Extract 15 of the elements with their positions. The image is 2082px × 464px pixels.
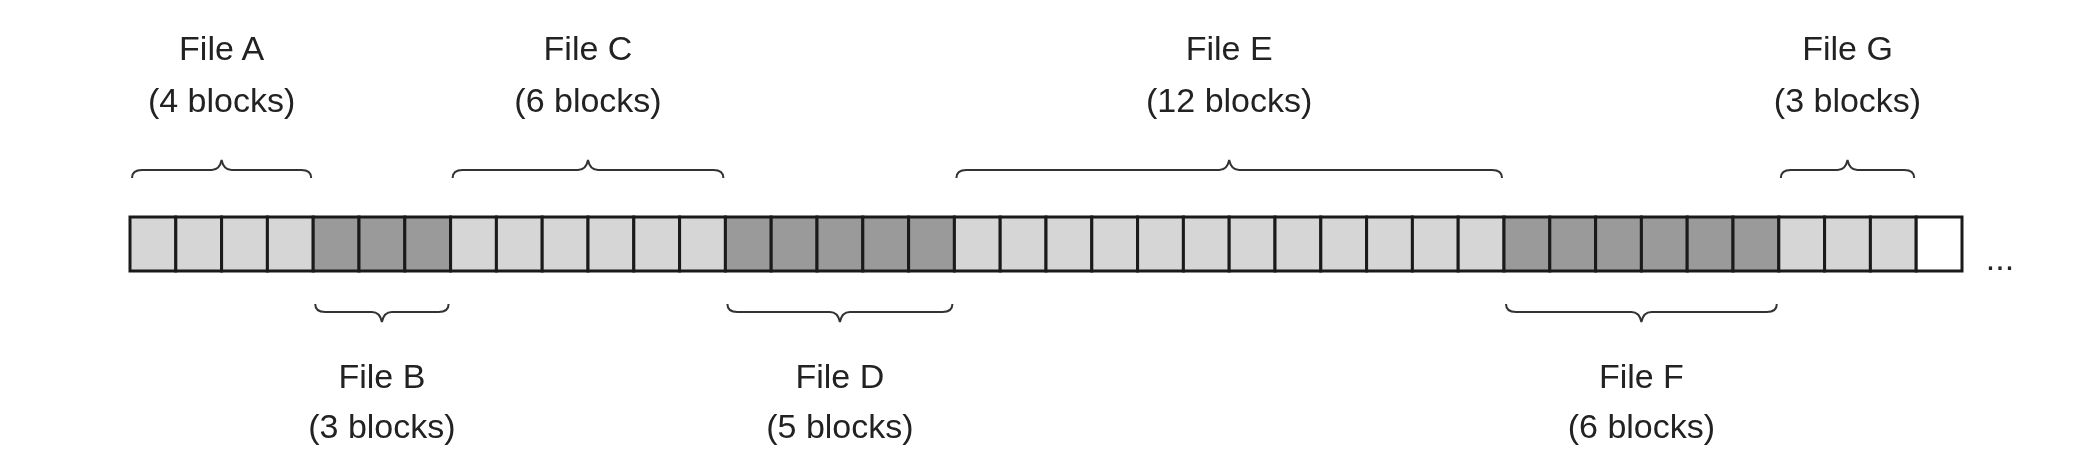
block-count: (5 blocks) [766, 406, 914, 446]
block-count: (12 blocks) [1146, 80, 1313, 120]
file-name: File A [179, 28, 265, 68]
file-name: File F [1598, 356, 1684, 396]
block-count: (4 blocks) [147, 80, 296, 120]
file-name: File E [1185, 28, 1273, 68]
file-name: File B [338, 356, 426, 396]
block-count: (6 blocks) [1567, 406, 1716, 446]
ellipsis: ... [1985, 238, 2015, 278]
block-count: (3 blocks) [308, 406, 456, 446]
file-name: File C [543, 28, 633, 68]
block-count: (3 blocks) [1773, 80, 1922, 120]
file-name: File D [795, 356, 885, 396]
block-count: (6 blocks) [514, 80, 662, 120]
file-name: File G [1802, 28, 1893, 68]
